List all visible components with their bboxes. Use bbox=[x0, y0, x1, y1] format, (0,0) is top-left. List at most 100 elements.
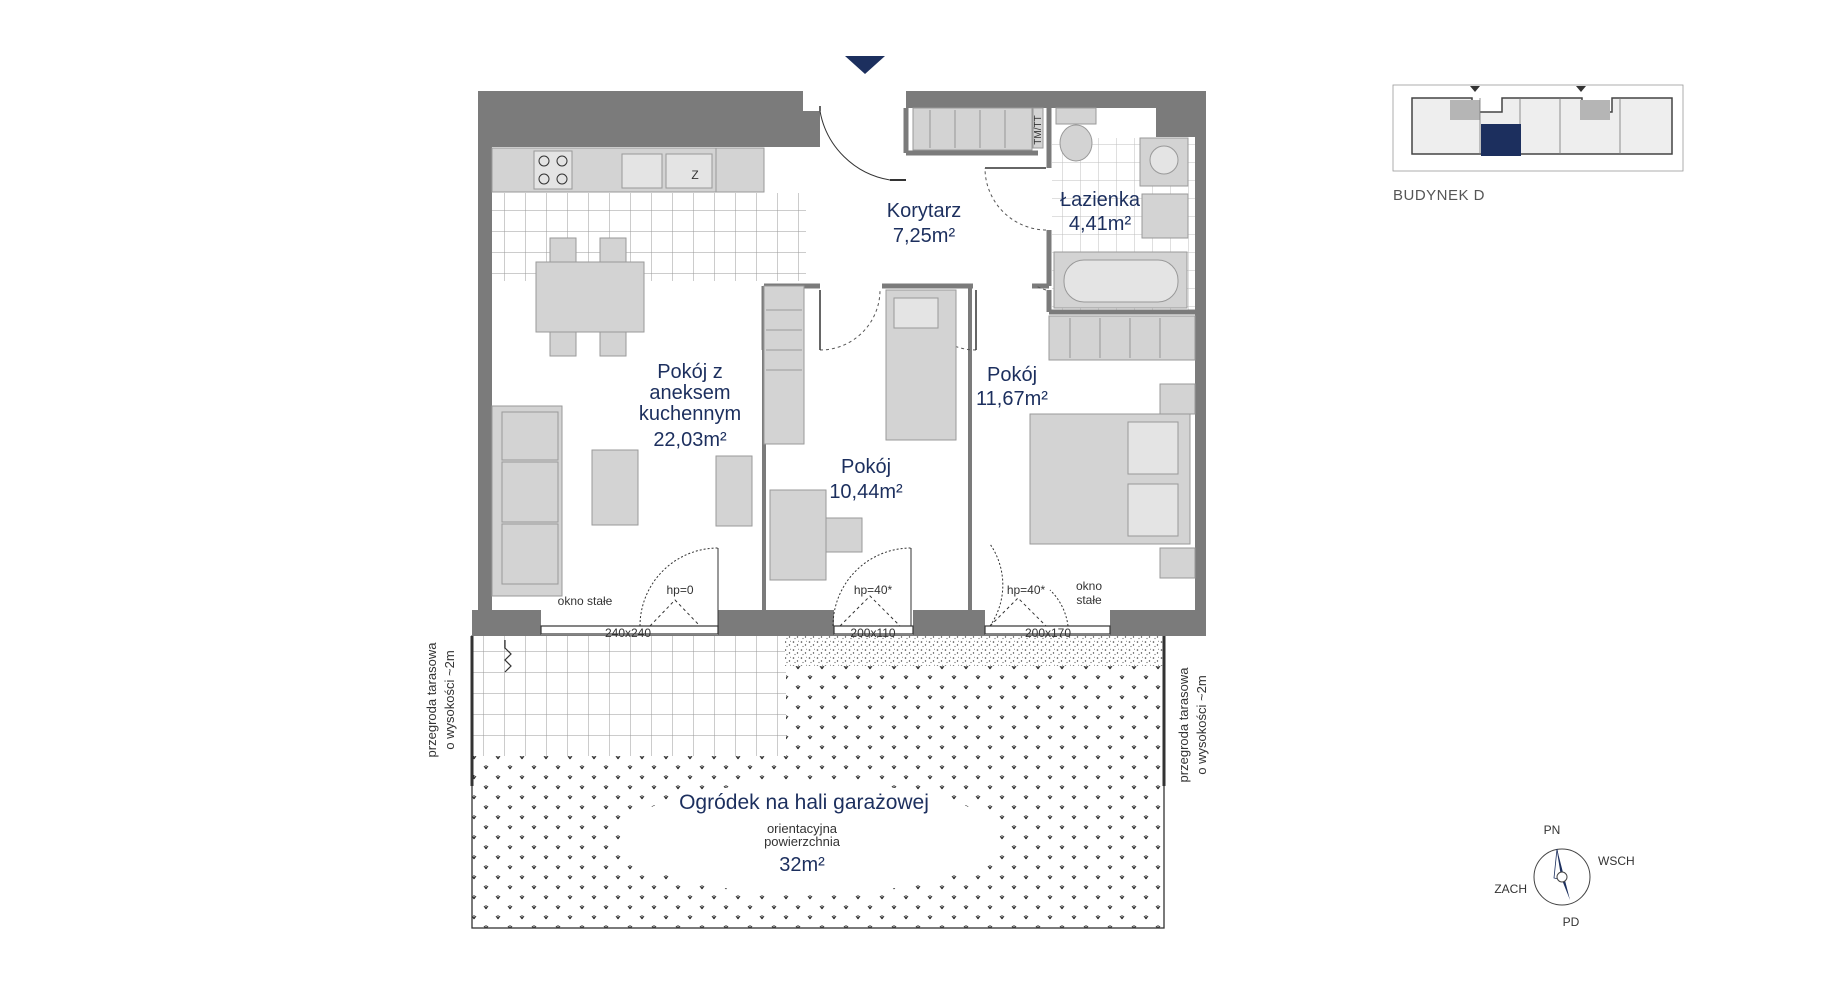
pillow-1 bbox=[1127, 421, 1179, 475]
pillow-room-a bbox=[893, 297, 939, 329]
door-swing-bathroom bbox=[984, 167, 1047, 231]
garden-area bbox=[470, 635, 1166, 929]
wall-north-right bbox=[906, 91, 1206, 108]
label-room-large: Pokój 11,67m² bbox=[976, 364, 1048, 410]
garden-area-value: 32m² bbox=[779, 854, 825, 876]
wall-west bbox=[478, 91, 492, 613]
window-3-note-2: stałe bbox=[1076, 593, 1102, 607]
wall-south-2 bbox=[718, 610, 834, 636]
window-3-sill: hp=40* bbox=[1007, 583, 1046, 597]
partition-right-label-2: o wysokości ~2m bbox=[1194, 675, 1209, 774]
compass-south: PD bbox=[1563, 915, 1580, 929]
terrace-tiles bbox=[472, 636, 786, 756]
door-leaves bbox=[819, 167, 1046, 350]
key-plan-stair-2 bbox=[1580, 100, 1610, 120]
wardrobe-hatch bbox=[766, 110, 1161, 371]
coffee-table bbox=[591, 449, 639, 526]
garden-label-bg bbox=[620, 782, 1000, 894]
entrance-door-swing bbox=[819, 110, 891, 181]
corridor-closet bbox=[912, 107, 1033, 151]
entrance-arrow-icon bbox=[845, 56, 885, 74]
window-3-size: 200x170 bbox=[1025, 626, 1071, 640]
compass-west: ZACH bbox=[1494, 882, 1527, 896]
bathroom-name: Łazienka bbox=[1060, 189, 1141, 211]
wall-north-left bbox=[478, 91, 820, 147]
washer-label: TM/TT bbox=[1033, 115, 1044, 144]
cooktop bbox=[533, 150, 573, 190]
walls bbox=[472, 91, 1206, 636]
fridge-label: Z bbox=[691, 168, 698, 182]
window-3-frame bbox=[984, 625, 1111, 635]
fridge bbox=[665, 153, 713, 189]
garden-title: Ogródek na hali garażowej bbox=[679, 791, 929, 814]
window-2-frame bbox=[833, 625, 914, 635]
window-1-note: okno stałe bbox=[558, 594, 613, 608]
sofa-cushion-3 bbox=[501, 523, 559, 585]
label-room-small: Pokój 10,44m² bbox=[829, 456, 903, 503]
label-bathroom: Łazienka 4,41m² bbox=[1060, 189, 1141, 235]
cooktop-burners bbox=[538, 155, 568, 185]
shower-drain bbox=[1149, 145, 1179, 175]
window-1-sill: hp=0 bbox=[666, 583, 693, 597]
wardrobe-room-b bbox=[1048, 315, 1196, 361]
corridor-name: Korytarz bbox=[887, 200, 961, 222]
nightstand-1 bbox=[1159, 383, 1196, 415]
washbasin bbox=[1141, 193, 1189, 239]
pillow-2 bbox=[1127, 483, 1179, 537]
compass: PN WSCH ZACH PD bbox=[1494, 823, 1634, 929]
room-small-area: 10,44m² bbox=[829, 481, 903, 503]
dining-table bbox=[535, 261, 645, 333]
bathtub-basin bbox=[1063, 259, 1179, 303]
dining-chair-4 bbox=[599, 331, 627, 357]
dining-chair-3 bbox=[549, 331, 577, 357]
key-plan-entrance-2-icon bbox=[1576, 86, 1586, 92]
wall-south-1 bbox=[472, 610, 541, 636]
nightstand-2 bbox=[1159, 547, 1196, 579]
key-plan-selected-unit bbox=[1481, 124, 1521, 156]
desk-room-a bbox=[769, 489, 827, 581]
partition-left-label-1: przegroda tarasowa bbox=[424, 642, 439, 758]
label-living-room: Pokój z aneksem kuchennym 22,03m² bbox=[639, 361, 741, 451]
building-label: BUDYNEK D bbox=[1393, 187, 1485, 204]
key-plan-entrance-1-icon bbox=[1470, 86, 1480, 92]
window-2-sill: hp=40* bbox=[854, 583, 893, 597]
door-swing-bath-corner bbox=[1035, 285, 1047, 291]
compass-ring bbox=[1533, 848, 1591, 906]
drain-symbol-icon bbox=[504, 640, 512, 673]
wall-notch bbox=[803, 91, 820, 111]
toilet-bowl bbox=[1059, 124, 1093, 162]
partition-left-label-2: o wysokości ~2m bbox=[442, 650, 457, 749]
corridor-area: 7,25m² bbox=[893, 225, 956, 247]
window-3-note-1: okno bbox=[1076, 579, 1102, 593]
wall-east bbox=[1195, 91, 1206, 613]
label-corridor: Korytarz 7,25m² bbox=[887, 200, 961, 247]
garden-sub-1: orientacyjna bbox=[767, 821, 838, 836]
room-large-name: Pokój bbox=[987, 364, 1037, 386]
tv-cabinet bbox=[715, 455, 753, 527]
chair-room-a bbox=[825, 517, 863, 553]
living-room-name-1: Pokój z bbox=[657, 361, 723, 383]
entrance-door[interactable] bbox=[819, 106, 906, 181]
room-small-name: Pokój bbox=[841, 456, 891, 478]
building-key-plan: BUDYNEK D bbox=[1392, 84, 1684, 204]
compass-east: WSCH bbox=[1598, 854, 1635, 868]
wall-south-5 bbox=[1164, 610, 1206, 636]
dining-chair-1 bbox=[549, 237, 577, 263]
window-1-frame bbox=[540, 625, 719, 635]
interior-doors bbox=[819, 167, 1047, 351]
gravel-strip bbox=[785, 636, 1164, 666]
wall-south-3 bbox=[913, 610, 985, 636]
compass-north: PN bbox=[1544, 823, 1561, 837]
living-room-name-3: kuchennym bbox=[639, 403, 741, 425]
window-1-size: 240x240 bbox=[605, 626, 651, 640]
garden-sub-2: powierzchnia bbox=[764, 834, 841, 849]
kitchen-tall-unit bbox=[715, 147, 765, 193]
partition-right-label-1: przegroda tarasowa bbox=[1176, 667, 1191, 783]
window-swings bbox=[639, 543, 1069, 627]
toilet-tank bbox=[1055, 107, 1097, 125]
window-2-size: 200x110 bbox=[850, 626, 895, 640]
washer-unit bbox=[1032, 107, 1044, 149]
living-room-name-2: aneksem bbox=[649, 382, 730, 404]
furniture bbox=[491, 107, 1196, 597]
key-plan-stair-1 bbox=[1450, 100, 1480, 120]
